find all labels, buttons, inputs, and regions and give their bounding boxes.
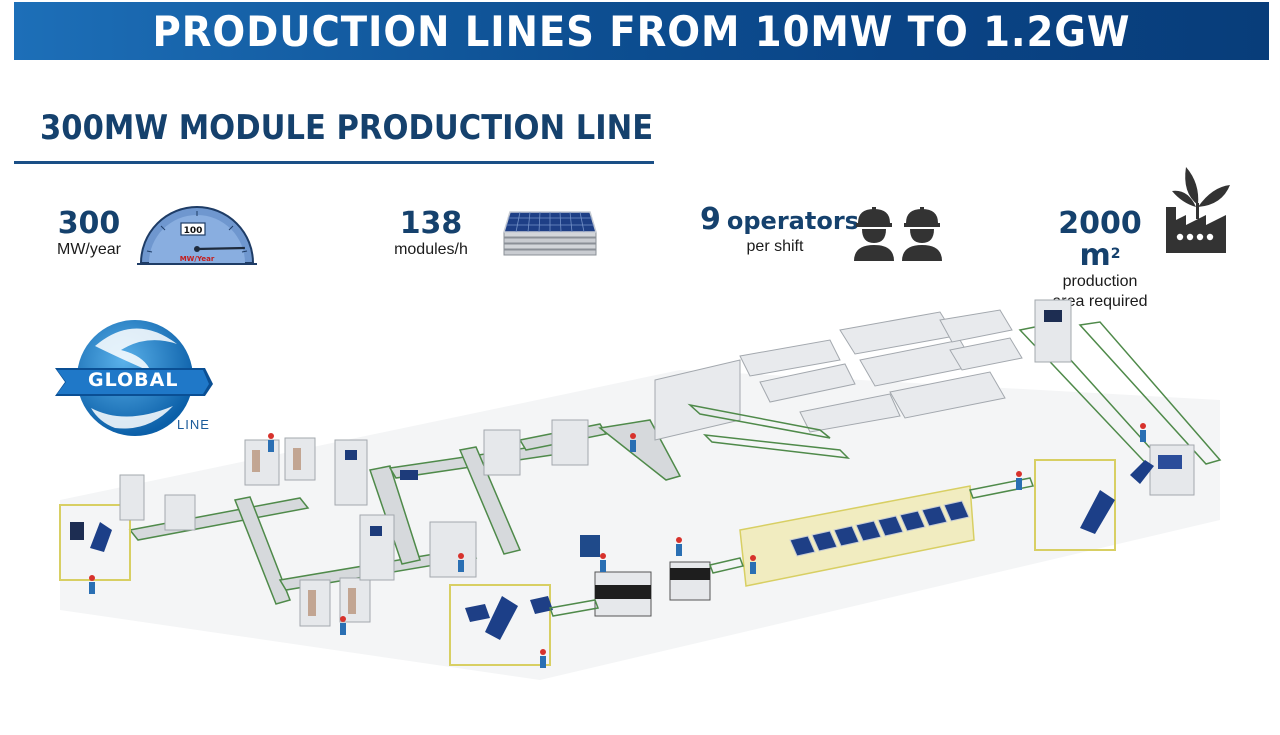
gauge-reading: 100: [184, 226, 203, 236]
modules-stat: 138 modules/h: [385, 208, 477, 260]
framing-line: [739, 485, 975, 587]
operators-unit: per shift: [746, 238, 804, 255]
gauge-needle: [196, 246, 245, 251]
worker-helmet-icon: [854, 207, 942, 261]
section-underline: [14, 161, 654, 164]
modules-unit: modules/h: [394, 241, 468, 258]
robot-cell-right: [1034, 444, 1195, 551]
capacity-unit: MW/year: [57, 241, 121, 258]
logo-name: GLOBAL: [88, 369, 179, 391]
speedometer-icon: 100 MW/Year: [137, 206, 257, 265]
modules-value: 138: [399, 206, 463, 241]
banner-title: PRODUCTION LINES FROM 10MW TO 1.2GW: [152, 6, 1131, 56]
area-superscript: 2: [1110, 246, 1121, 262]
area-value: 2000 m: [1058, 206, 1142, 273]
production-line-illustration: [59, 299, 1222, 680]
worker-figures: [89, 423, 1146, 668]
capacity-value: 300: [57, 206, 121, 241]
title-banner: PRODUCTION LINES FROM 10MW TO 1.2GW: [14, 2, 1269, 60]
operators-word: operators: [726, 207, 859, 235]
global-line-logo: [55, 320, 213, 436]
operators-value: 9: [700, 202, 721, 237]
logo-subtitle: LINE: [177, 417, 210, 432]
capacity-stat: 300 MW/year: [50, 208, 128, 260]
eco-factory-icon: [1166, 167, 1230, 253]
gauge-unit-label: MW/Year: [180, 255, 215, 263]
area-line1: production: [1062, 273, 1138, 290]
area-stat: 2000 m2 production area required: [1040, 208, 1160, 312]
solar-panel-stack-icon: [502, 211, 598, 256]
section-title: 300MW MODULE PRODUCTION LINE: [40, 108, 654, 148]
robot-cell-left: [59, 474, 145, 581]
area-line2: area required: [1052, 293, 1148, 310]
